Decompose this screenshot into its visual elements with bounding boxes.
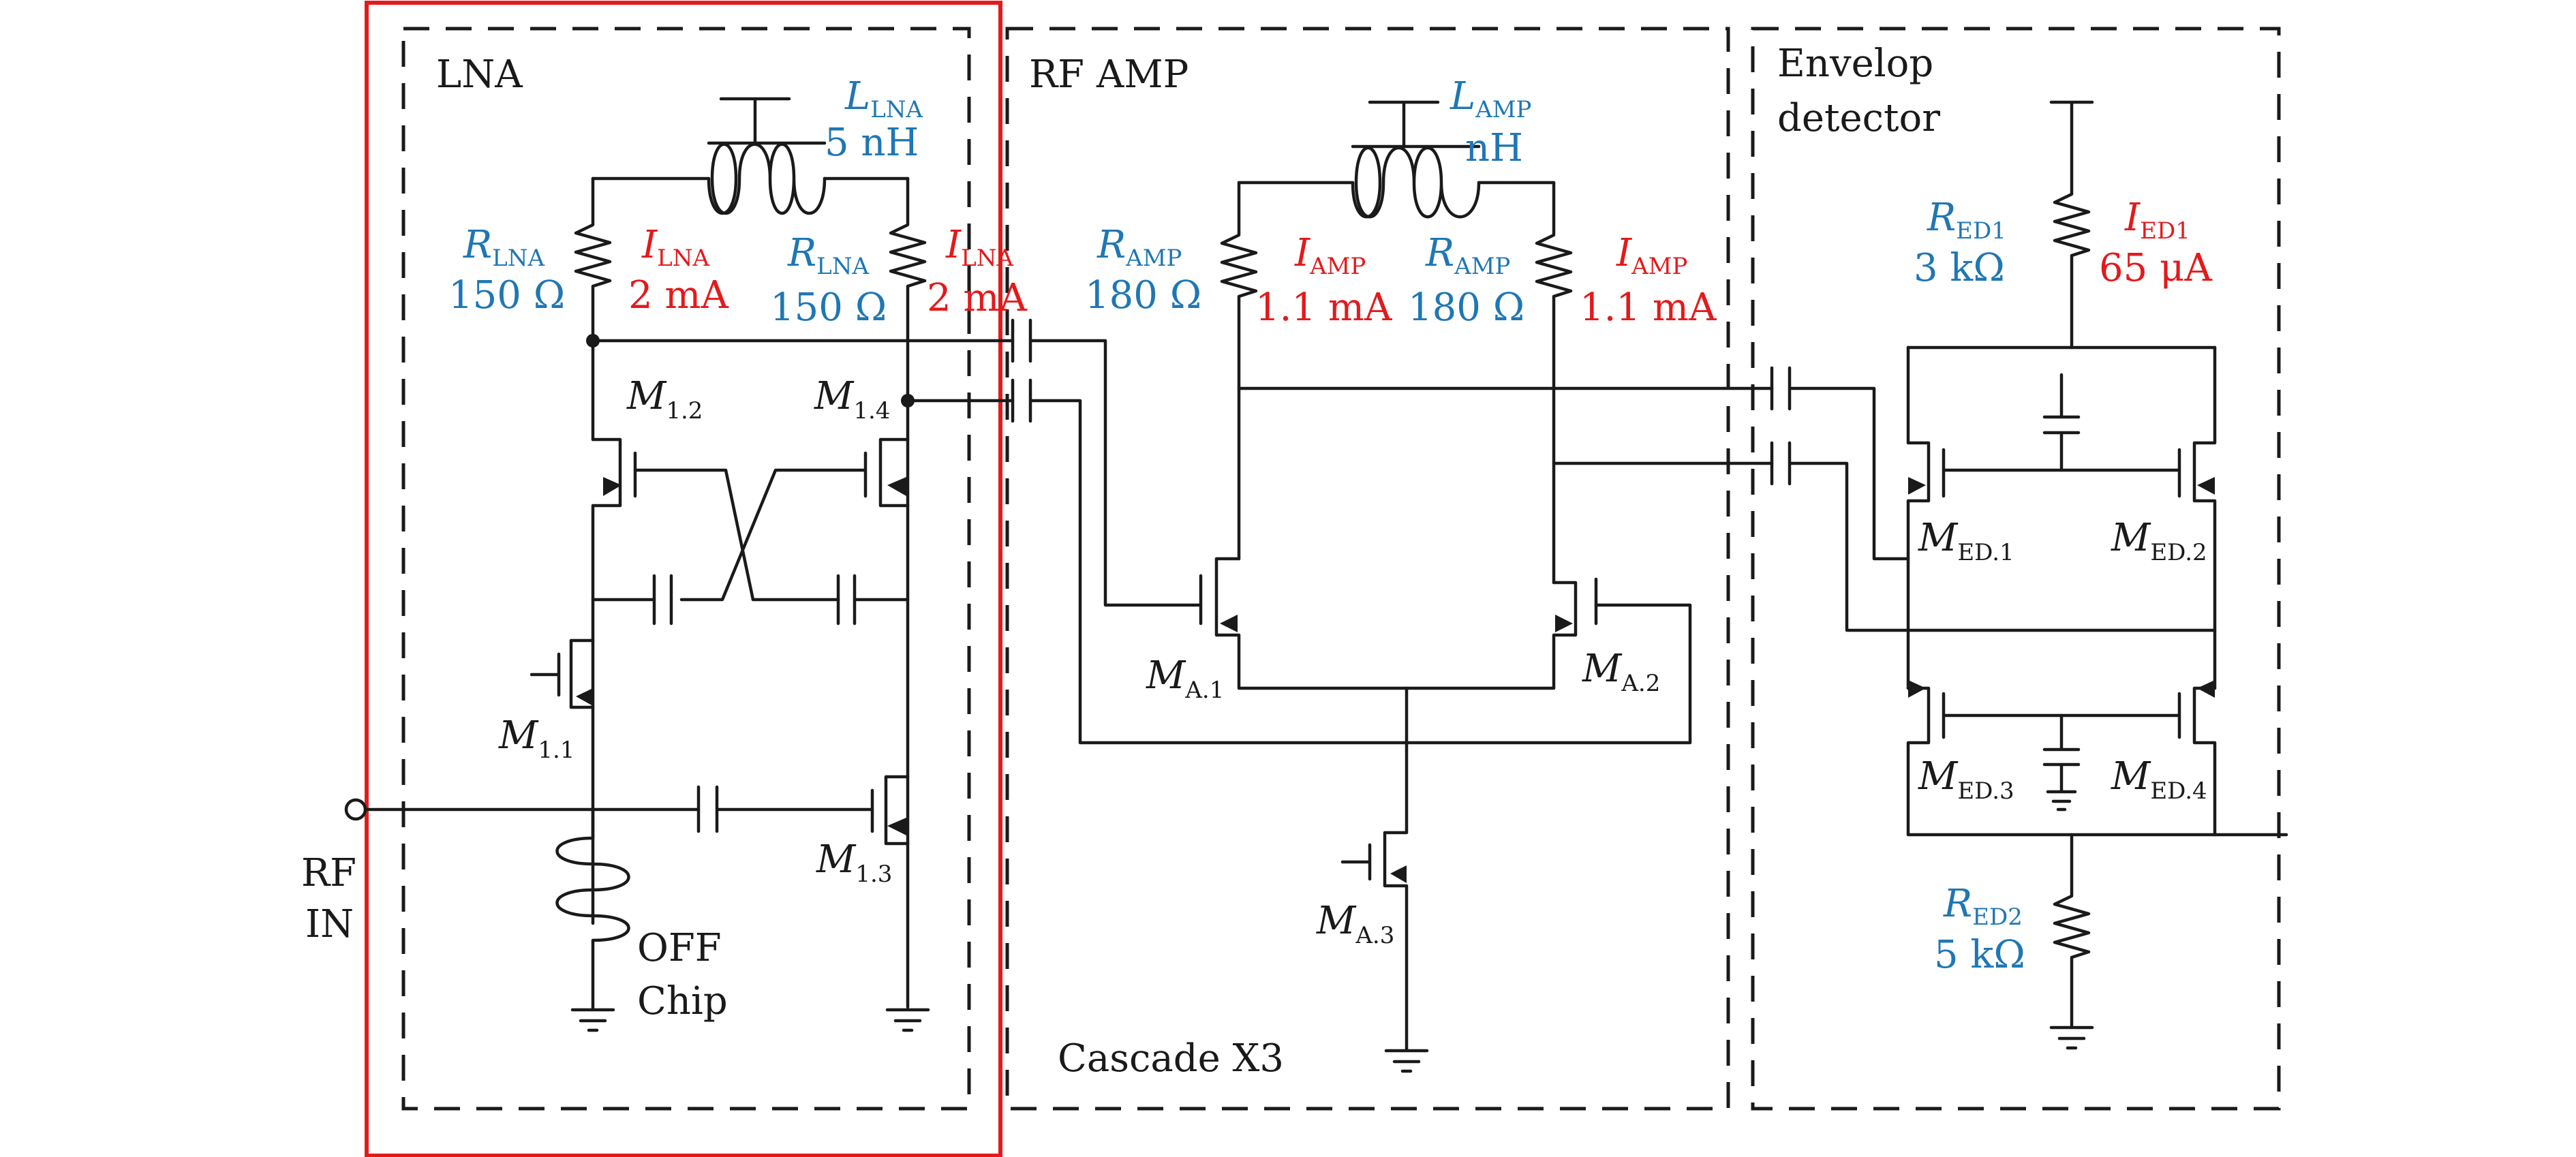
r-ed2-label: RED2 [1943,882,2023,931]
m13-label: M1.3 [816,837,892,888]
ma3-label: MA.3 [1316,899,1394,949]
i-lna1-label: ILNA [641,223,709,272]
i-ed1-label: IED1 [2124,196,2190,245]
l-amp-value: nH [1465,126,1523,170]
lna-block-border [401,27,971,1111]
rf-in-label-line2: IN [305,902,354,946]
r-lna2-label: RLNA [787,231,870,280]
r-amp2-label: RAMP [1425,231,1510,280]
off-chip-label-line2: Chip [637,979,728,1023]
l-lna-value: 5 nH [825,121,919,165]
i-amp2-value: 1.1 mA [1580,286,1717,330]
i-amp1-value: 1.1 mA [1255,286,1392,330]
i-lna1-value: 2 mA [628,273,729,318]
ma1-label: MA.1 [1146,653,1224,704]
envelope-detector-block-border [1751,27,2281,1111]
lna-block-title: LNA [436,52,523,97]
off-chip-label-line1: OFF [637,926,722,970]
r-ed2-value: 5 kΩ [1934,933,2025,977]
cascade-label: Cascade X3 [1058,1036,1284,1081]
rf-amp-block-border [1005,27,1730,1111]
m11-label: M1.1 [498,713,574,764]
lna-wiring [344,97,1015,1032]
i-lna2-value: 2 mA [927,276,1028,320]
rf-amp-block-title: RF AMP [1029,52,1189,97]
r-ed1-label: RED1 [1927,196,2006,245]
r-amp1-value: 180 Ω [1085,273,1201,318]
r-lna1-value: 150 Ω [448,273,565,318]
med4-label: MED.4 [2111,754,2207,805]
r-amp1-label: RAMP [1097,223,1182,272]
r-lna1-label: RLNA [463,223,545,272]
l-lna-label: LLNA [844,74,923,123]
r-lna2-value: 150 Ω [770,286,887,330]
ma2-label: MA.2 [1582,647,1660,697]
i-amp2-label: IAMP [1616,231,1687,280]
rf-amp-wiring [1011,100,1774,1073]
i-lna2-label: ILNA [945,223,1013,272]
r-ed1-value: 3 kΩ [1914,246,2005,290]
med1-label: MED.1 [1918,516,2014,566]
r-amp2-value: 180 Ω [1408,286,1524,330]
i-ed1-value: 65 μA [2099,246,2212,290]
m14-label: M1.4 [814,374,890,425]
i-amp1-label: IAMP [1294,231,1366,280]
envelope-block-title-line2: detector [1777,96,1940,140]
med2-label: MED.2 [2111,516,2207,566]
m12-label: M1.2 [626,374,703,425]
lna-highlight-box [365,1,1002,1157]
rf-in-label-line1: RF [301,851,356,895]
envelope-block-title-line1: Envelop [1777,42,1933,86]
med3-label: MED.3 [1918,754,2014,805]
l-amp-label: LAMP [1450,74,1531,123]
envelope-detector-wiring [1770,100,2288,1050]
